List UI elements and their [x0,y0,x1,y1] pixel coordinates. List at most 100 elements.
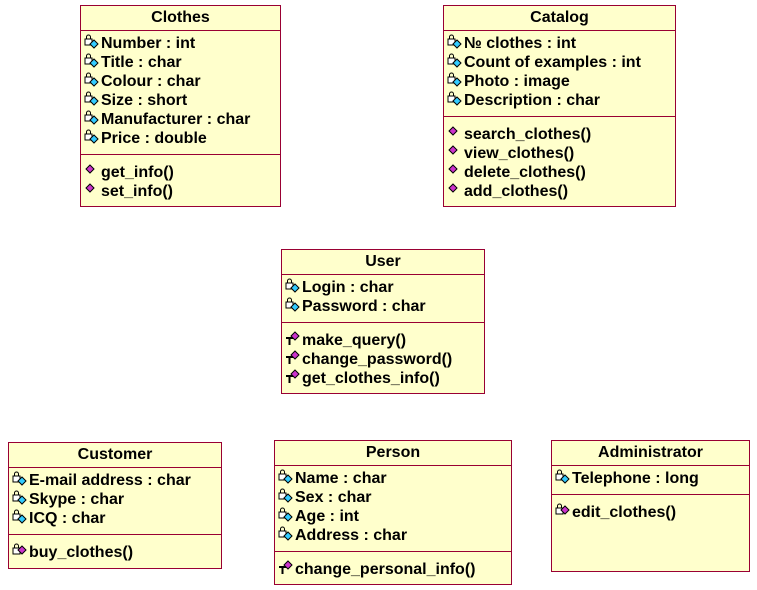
attribute-row[interactable]: Login : char [285,278,484,297]
class-user[interactable]: User Login : char Password : char make_q… [281,249,485,394]
attributes-compartment: E-mail address : char Skype : char ICQ :… [9,468,221,535]
operation-row[interactable]: add_clothes() [447,182,675,201]
operations-compartment: search_clothes() view_clothes() delete_c… [444,117,675,201]
operation-text: make_query() [302,332,407,349]
attribute-row[interactable]: Skype : char [12,490,221,509]
operation-row[interactable]: set_info() [84,182,280,201]
private-attribute-icon [278,507,294,523]
attribute-row[interactable]: E-mail address : char [12,471,221,490]
public-operation-icon [447,163,463,179]
attribute-text: Colour : char [101,73,201,90]
attribute-row[interactable]: Telephone : long [555,469,749,488]
attribute-row[interactable]: ICQ : char [12,509,221,528]
attribute-row[interactable]: Count of examples : int [447,53,675,72]
attribute-text: Description : char [464,92,601,109]
attribute-text: Age : int [295,508,359,525]
attribute-text: Number : int [101,35,196,52]
operation-row[interactable]: make_query() [285,331,484,350]
attribute-text: Count of examples : int [464,54,641,71]
attributes-compartment: Number : int Title : char Colour : char … [81,31,280,155]
attribute-row[interactable]: Password : char [285,297,484,316]
attribute-row[interactable]: Sex : char [278,488,511,507]
operation-text: view_clothes() [464,145,575,162]
operation-row[interactable]: change_personal_info() [278,560,511,579]
public-operation-icon [447,144,463,160]
private-attribute-icon [278,526,294,542]
attribute-text: Password : char [302,298,426,315]
protected-operation-icon [285,331,301,347]
attribute-text: Sex : char [295,489,372,506]
operation-row[interactable]: view_clothes() [447,144,675,163]
class-name: Person [275,441,511,466]
private-attribute-icon [447,72,463,88]
class-catalog[interactable]: Catalog № clothes : int Count of example… [443,5,676,207]
attribute-row[interactable]: Description : char [447,91,675,110]
public-operation-icon [447,182,463,198]
operation-row[interactable]: get_clothes_info() [285,369,484,388]
operation-row[interactable]: delete_clothes() [447,163,675,182]
class-person[interactable]: Person Name : char Sex : char Age : int … [274,440,512,585]
attribute-text: E-mail address : char [29,472,191,489]
private-attribute-icon [285,278,301,294]
attribute-row[interactable]: Name : char [278,469,511,488]
private-attribute-icon [447,34,463,50]
public-operation-icon [84,182,100,198]
attributes-compartment: Login : char Password : char [282,275,484,323]
protected-operation-icon [285,369,301,385]
class-name: Catalog [444,6,675,31]
attribute-text: Price : double [101,130,207,147]
operation-row[interactable]: search_clothes() [447,125,675,144]
class-customer[interactable]: Customer E-mail address : char Skype : c… [8,442,222,569]
attribute-text: Telephone : long [572,470,699,487]
private-attribute-icon [84,110,100,126]
class-administrator[interactable]: Administrator Telephone : long edit_clot… [551,440,750,572]
operation-text: delete_clothes() [464,164,586,181]
operation-text: search_clothes() [464,126,592,143]
operations-compartment: edit_clothes() [552,495,749,522]
operation-text: get_info() [101,164,174,181]
private-attribute-icon [278,469,294,485]
class-name: Clothes [81,6,280,31]
attribute-row[interactable]: Manufacturer : char [84,110,280,129]
protected-lock-operation-icon [12,543,28,559]
attribute-row[interactable]: Age : int [278,507,511,526]
attribute-text: Manufacturer : char [101,111,251,128]
private-attribute-icon [84,72,100,88]
operation-row[interactable]: buy_clothes() [12,543,221,562]
attribute-row[interactable]: Address : char [278,526,511,545]
attributes-compartment: № clothes : int Count of examples : int … [444,31,675,117]
operation-text: get_clothes_info() [302,370,440,387]
attribute-text: ICQ : char [29,510,106,527]
operation-row[interactable]: get_info() [84,163,280,182]
attribute-row[interactable]: Number : int [84,34,280,53]
class-name: User [282,250,484,275]
attribute-text: Skype : char [29,491,125,508]
class-clothes[interactable]: Clothes Number : int Title : char Colour… [80,5,281,207]
public-operation-icon [84,163,100,179]
operation-row[interactable]: edit_clothes() [555,503,749,522]
private-attribute-icon [84,91,100,107]
private-attribute-icon [278,488,294,504]
operation-text: change_password() [302,351,453,368]
operation-row[interactable]: change_password() [285,350,484,369]
private-attribute-icon [12,509,28,525]
attributes-compartment: Telephone : long [552,466,749,495]
private-attribute-icon [84,53,100,69]
attribute-row[interactable]: Size : short [84,91,280,110]
attribute-row[interactable]: Colour : char [84,72,280,91]
operation-text: edit_clothes() [572,504,677,521]
operations-compartment: get_info() set_info() [81,155,280,201]
attribute-row[interactable]: Price : double [84,129,280,148]
attribute-text: № clothes : int [464,35,577,52]
attribute-text: Name : char [295,470,387,487]
private-attribute-icon [285,297,301,313]
attribute-text: Photo : image [464,73,570,90]
private-attribute-icon [12,471,28,487]
operation-text: change_personal_info() [295,561,476,578]
attribute-row[interactable]: № clothes : int [447,34,675,53]
attribute-text: Login : char [302,279,394,296]
attribute-row[interactable]: Title : char [84,53,280,72]
attribute-text: Address : char [295,527,408,544]
private-attribute-icon [84,129,100,145]
attribute-row[interactable]: Photo : image [447,72,675,91]
